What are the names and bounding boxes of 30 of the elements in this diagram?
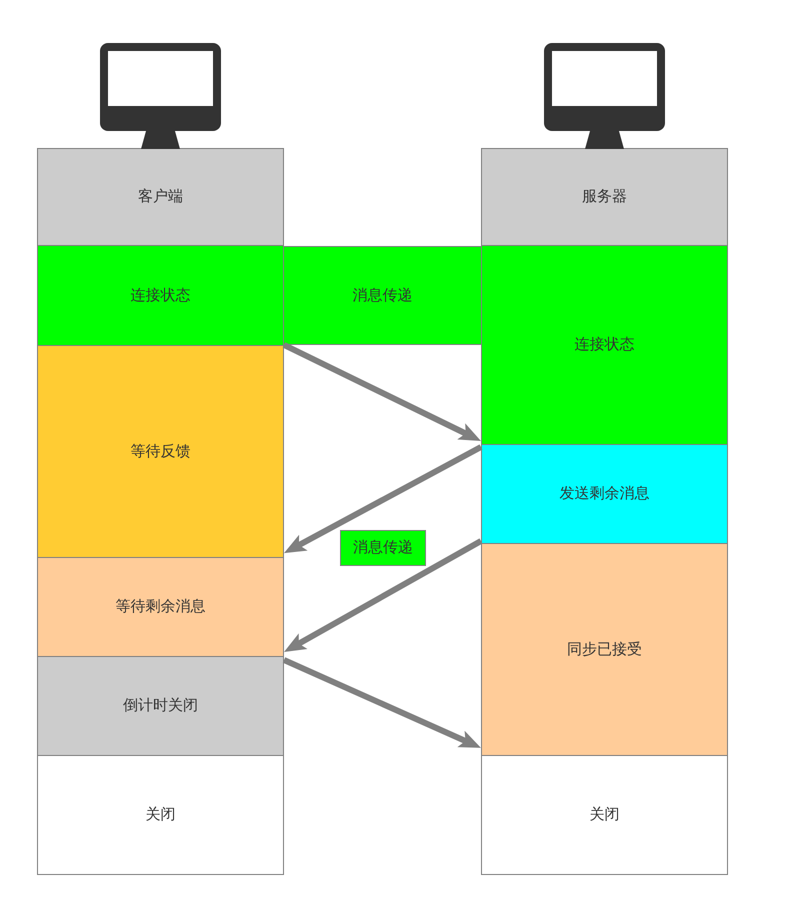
state-block	[481, 444, 728, 544]
state-block	[37, 755, 284, 875]
state-block	[37, 345, 284, 558]
arrow	[282, 342, 482, 444]
message-label: 消息传递	[352, 286, 412, 304]
message-band	[283, 246, 482, 345]
message-tag	[340, 530, 426, 566]
state-block	[481, 543, 728, 756]
header-panel	[481, 148, 728, 246]
header-label: 服务器	[582, 188, 627, 206]
arrow	[282, 657, 482, 751]
arrow	[282, 538, 482, 655]
state-block	[37, 245, 284, 346]
state-label: 倒计时关闭	[123, 697, 198, 715]
state-block	[37, 656, 284, 756]
state-label: 等待剩余消息	[116, 598, 206, 616]
header-panel	[37, 148, 284, 246]
state-label: 关闭	[590, 806, 620, 824]
header-label: 客户端	[138, 188, 183, 206]
state-label: 发送剩余消息	[560, 485, 650, 503]
state-label: 关闭	[146, 806, 176, 824]
message-label: 消息传递	[353, 539, 413, 557]
arrow	[282, 444, 482, 556]
state-label: 等待反馈	[130, 442, 190, 460]
state-label: 同步已接受	[567, 640, 642, 658]
state-label: 连接状态	[574, 336, 634, 354]
state-block	[37, 557, 284, 657]
state-label: 连接状态	[130, 286, 190, 304]
state-block	[481, 245, 728, 445]
state-block	[481, 755, 728, 875]
